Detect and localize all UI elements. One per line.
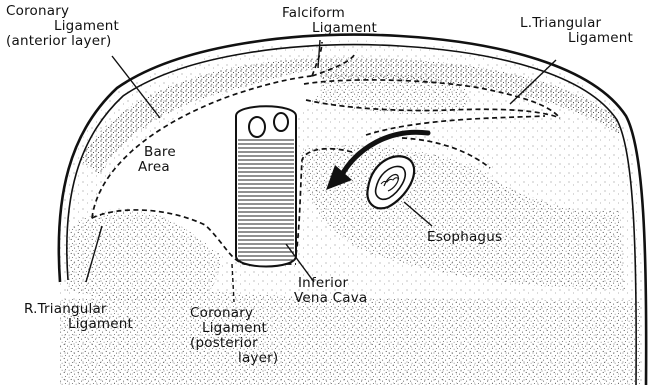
label-line: Area — [138, 160, 176, 175]
coronary-ligament-posterior-label: Coronary Ligament (posterior layer) — [190, 306, 278, 366]
esophagus-label: Esophagus — [427, 230, 502, 245]
label-line: (posterior — [190, 336, 278, 351]
label-line: L.Triangular — [520, 16, 633, 31]
label-line: Esophagus — [427, 230, 502, 245]
label-line: Coronary — [6, 4, 119, 19]
label-line: Bare — [138, 145, 176, 160]
label-line: Ligament — [520, 31, 633, 46]
label-line: layer) — [190, 351, 278, 366]
inferior-vena-cava-label: Inferior Vena Cava — [294, 276, 367, 306]
label-line: Ligament — [190, 321, 278, 336]
label-line: Coronary — [190, 306, 278, 321]
hepatic-vein-opening-right — [274, 113, 288, 131]
label-line: Ligament — [6, 19, 119, 34]
bare-area-label: Bare Area — [138, 145, 176, 175]
l-triangular-ligament-label: L.Triangular Ligament — [520, 16, 633, 46]
label-line: (anterior layer) — [6, 34, 119, 49]
hepatic-vein-opening-left — [249, 117, 265, 137]
label-line: Inferior — [294, 276, 367, 291]
label-line: Falciform — [282, 6, 377, 21]
label-line: R.Triangular — [24, 302, 133, 317]
falciform-ligament-label: Falciform Ligament — [282, 6, 377, 36]
r-triangular-ligament-label: R.Triangular Ligament — [24, 302, 133, 332]
label-line: Ligament — [24, 317, 133, 332]
label-line: Ligament — [282, 21, 377, 36]
coronary-ligament-anterior-label: Coronary Ligament (anterior layer) — [6, 4, 119, 49]
label-line: Vena Cava — [294, 291, 367, 306]
inferior-vena-cava-shape — [236, 106, 296, 266]
